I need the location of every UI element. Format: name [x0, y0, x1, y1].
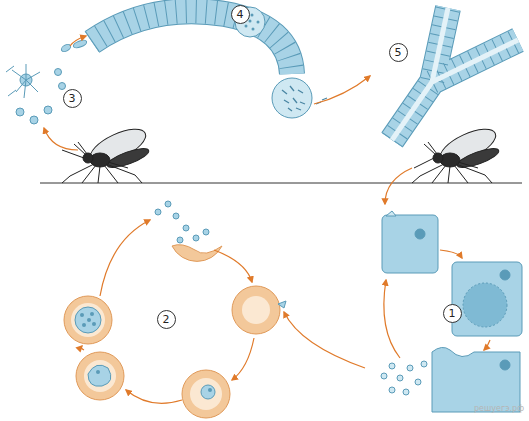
callout-text: 2	[163, 314, 170, 325]
mosquito	[62, 122, 151, 183]
callout-number: 4	[231, 5, 250, 24]
callout-text: 3	[69, 93, 76, 104]
callout-number: 3	[63, 89, 82, 108]
ruptured-oocyst	[272, 78, 327, 118]
liver-cells	[381, 211, 522, 412]
red-blood-cells	[64, 201, 286, 418]
callout-text: 4	[237, 9, 244, 20]
salivary-glands	[392, 8, 518, 140]
cycle-arrows	[44, 36, 490, 403]
callout-text: 5	[395, 47, 402, 58]
mosquito	[412, 122, 501, 183]
callout-number: 5	[389, 43, 408, 62]
ground-line	[40, 183, 522, 184]
callout-number: 2	[157, 310, 176, 329]
callout-number: 1	[443, 304, 462, 323]
callout-text: 1	[449, 308, 456, 319]
gametes	[6, 39, 88, 124]
watermark: решуегэ.рф	[474, 404, 524, 413]
